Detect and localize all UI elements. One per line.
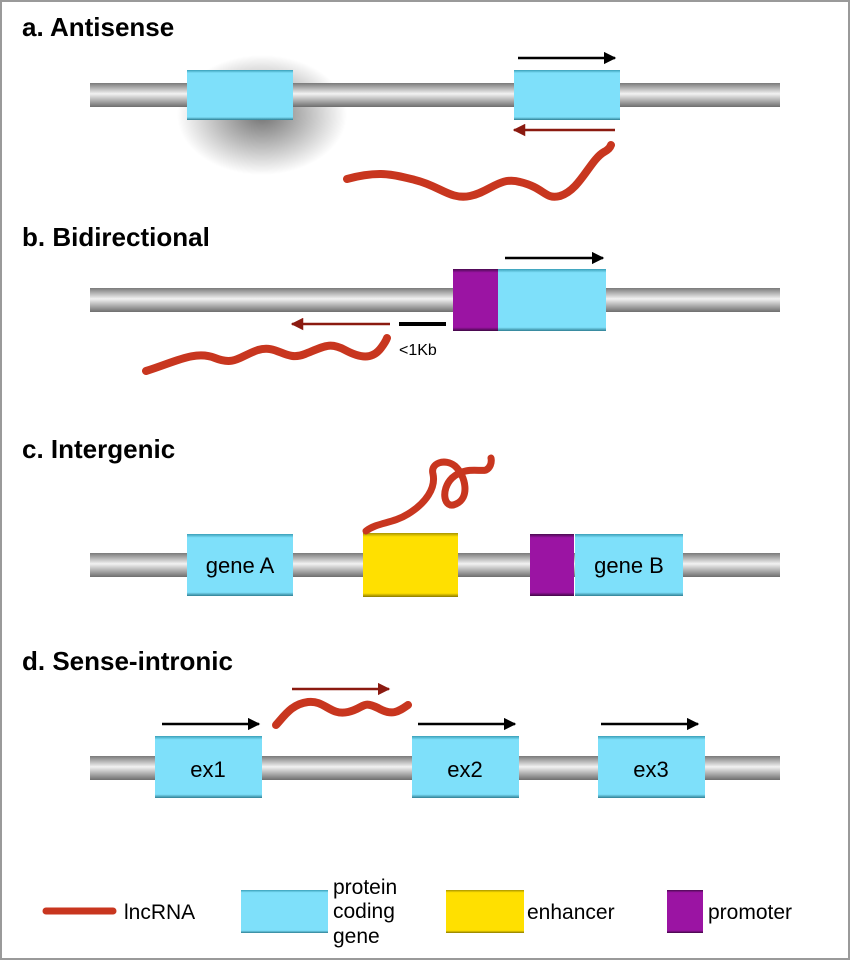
protein-coding-gene	[155, 736, 262, 798]
lncrna-transcript	[142, 334, 391, 375]
legend-protein-coding-line1: protein	[333, 876, 397, 899]
gene-b-label: gene B	[594, 553, 664, 578]
protein-coding-gene	[575, 534, 683, 596]
section-sense-intronic: d. Sense-intronic ex1 ex2 ex3	[22, 646, 780, 798]
lncrna-transcript	[362, 454, 495, 535]
protein-coding-gene	[514, 70, 620, 120]
exon-label: ex2	[447, 757, 482, 782]
legend-promoter-label: promoter	[708, 901, 792, 924]
legend-enhancer-swatch	[446, 890, 524, 933]
lncrna-transcript	[343, 141, 615, 201]
exon-label: ex1	[190, 757, 225, 782]
promoter	[530, 534, 574, 596]
section-title-antisense: a. Antisense	[22, 12, 174, 42]
section-bidirectional: b. Bidirectional <1Kb	[22, 222, 780, 375]
promoter	[453, 269, 498, 331]
lncrna-transcript	[272, 697, 412, 729]
section-antisense: a. Antisense	[22, 12, 780, 201]
protein-coding-gene	[498, 269, 606, 331]
legend-protein-coding-line3: gene	[333, 925, 380, 948]
section-title-bidirectional: b. Bidirectional	[22, 222, 210, 252]
protein-coding-gene	[412, 736, 519, 798]
legend-promoter-swatch	[667, 890, 703, 933]
exon-label: ex3	[633, 757, 668, 782]
section-title-sense-intronic: d. Sense-intronic	[22, 646, 233, 676]
legend-lncrna-label: lncRNA	[124, 901, 195, 924]
chromosome	[90, 288, 780, 312]
legend-enhancer-label: enhancer	[527, 901, 615, 924]
legend-protein-coding-swatch	[241, 890, 328, 933]
enhancer	[363, 533, 458, 597]
section-intergenic: c. Intergenic gene A gene B	[22, 434, 780, 597]
gene-a-label: gene A	[206, 553, 275, 578]
legend-protein-coding-line2: coding	[333, 900, 395, 923]
section-title-intergenic: c. Intergenic	[22, 434, 175, 464]
distance-label: <1Kb	[399, 342, 437, 359]
protein-coding-gene	[598, 736, 705, 798]
protein-coding-gene	[187, 534, 293, 596]
legend: lncRNA protein coding gene enhancer prom…	[42, 876, 792, 948]
protein-coding-gene	[187, 70, 293, 120]
